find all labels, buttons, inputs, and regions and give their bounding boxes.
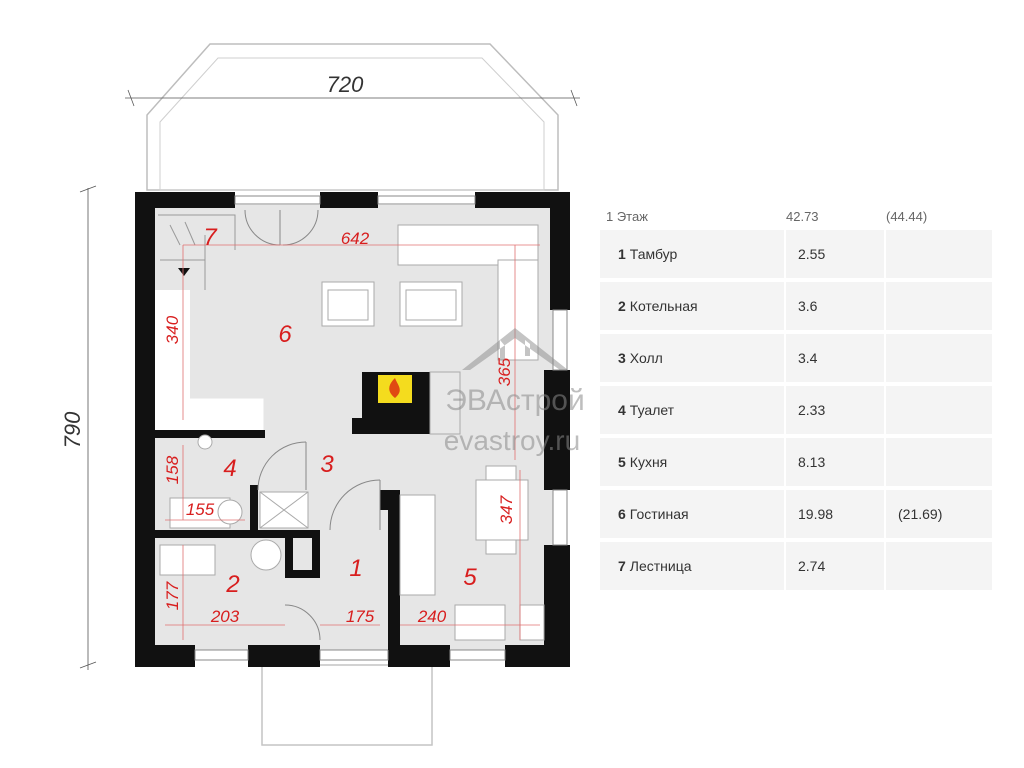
room-number: 1: [618, 246, 626, 262]
room-number: 4: [618, 402, 626, 418]
room-area: 2.33: [784, 386, 884, 434]
floor-plan: 720 790 642 340 365 158 155 347 177 203 …: [60, 43, 585, 746]
dim-177: 177: [163, 581, 182, 610]
dim-365: 365: [495, 357, 514, 386]
dim-155: 155: [186, 500, 215, 519]
floor-area-total: (44.44): [886, 208, 928, 224]
room-label-6: 6: [278, 321, 292, 348]
dimension-guides: [165, 244, 540, 640]
room-number: 7: [618, 558, 626, 574]
terrace-outline: [146, 43, 559, 191]
room-label-1: 1: [349, 555, 362, 582]
fireplace: [352, 371, 461, 435]
room-label-4: 4: [223, 455, 236, 482]
room-label-3: 3: [320, 451, 334, 478]
room-area: 3.4: [784, 334, 884, 382]
room-area-total: (21.69): [884, 490, 992, 538]
dim-340: 340: [163, 315, 182, 344]
room-label-2: 2: [225, 571, 239, 598]
overall-height-label: 790: [60, 411, 85, 448]
interior-walls: [155, 430, 400, 650]
stair-void: [155, 290, 190, 430]
room-area: 3.6: [784, 282, 884, 330]
dim-347: 347: [497, 495, 516, 524]
room-number: 5: [618, 454, 626, 470]
room-area-total: [884, 438, 992, 486]
room-number: 6: [618, 506, 626, 522]
table-header: 1 Этаж 42.73 (44.44): [600, 202, 992, 230]
dim-158: 158: [163, 455, 182, 484]
house-logo-icon: [462, 328, 568, 370]
dim-203: 203: [210, 607, 240, 626]
watermark-site: evastroy.ru: [444, 425, 580, 456]
room-area-total: [884, 334, 992, 382]
room-area-total: [884, 386, 992, 434]
overall-width-label: 720: [327, 72, 364, 97]
room-area-total: [884, 542, 992, 590]
room-label-5: 5: [463, 564, 477, 591]
windows: [194, 195, 568, 661]
room-name: Гостиная: [629, 506, 689, 522]
overall-dimension-lines: [79, 89, 580, 670]
door-swings: [244, 209, 381, 641]
room-name: Лестница: [629, 558, 692, 574]
watermark-brand: ЭВАстрой: [445, 384, 584, 417]
room-area: 2.74: [784, 542, 884, 590]
room-number: 2: [618, 298, 626, 314]
watermark: ЭВАстрой evastroy.ru: [444, 328, 585, 456]
dim-240: 240: [417, 607, 447, 626]
room-area-total: [884, 230, 992, 278]
room-number: 3: [618, 350, 626, 366]
room-area: 8.13: [784, 438, 884, 486]
floor-label: 1 Этаж: [606, 208, 648, 224]
room-name: Тамбур: [629, 246, 678, 262]
room-area-total: [884, 282, 992, 330]
room-name: Котельная: [629, 298, 698, 314]
dim-175: 175: [346, 607, 375, 626]
room-name: Кухня: [629, 454, 668, 470]
room-area: 19.98: [784, 490, 884, 538]
floor-area: 42.73: [786, 208, 819, 224]
room-area: 2.55: [784, 230, 884, 278]
room-label-7: 7: [203, 224, 218, 251]
room-name: Туалет: [629, 402, 675, 418]
exterior-walls: [135, 192, 570, 667]
dim-642: 642: [341, 229, 370, 248]
porch-outline: [261, 664, 433, 746]
room-name: Холл: [629, 350, 663, 366]
